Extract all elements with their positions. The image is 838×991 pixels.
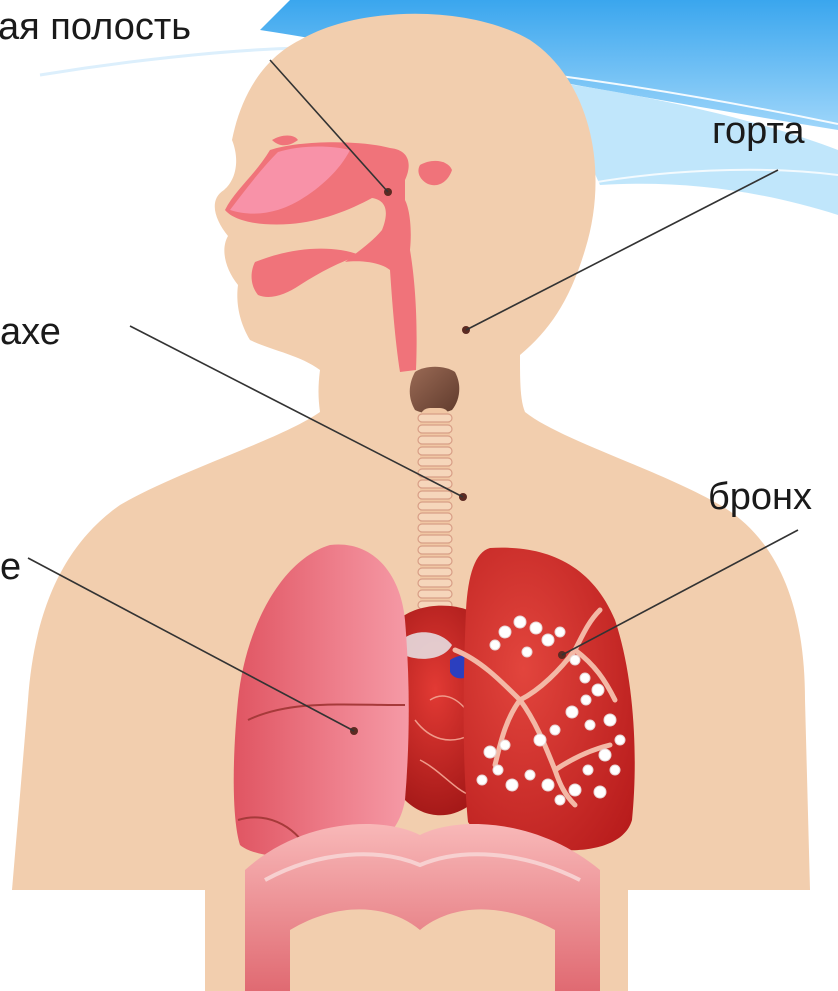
trachea-ring (418, 546, 452, 554)
trachea-ring (418, 447, 452, 455)
trachea-ring (418, 502, 452, 510)
bronchi-label: бронх (708, 478, 812, 516)
trachea-ring (418, 425, 452, 433)
trachea-ring (418, 590, 452, 598)
trachea-ring (418, 568, 452, 576)
trachea-ring (418, 436, 452, 444)
trachea-ring (418, 535, 452, 543)
trachea-ring (418, 458, 452, 466)
diaphragm (245, 824, 600, 991)
trachea-ring (418, 557, 452, 565)
trachea-ring (418, 513, 452, 521)
trachea-ring (418, 579, 452, 587)
trachea-ring (418, 524, 452, 532)
lungs-label: е (0, 548, 21, 586)
trachea-ring (418, 491, 452, 499)
trachea-label: ахе (0, 313, 61, 351)
larynx-label: горта (712, 112, 805, 150)
trachea-ring (418, 480, 452, 488)
trachea-ring (418, 414, 452, 422)
nasal-cavity-label: ая полость (0, 8, 191, 46)
